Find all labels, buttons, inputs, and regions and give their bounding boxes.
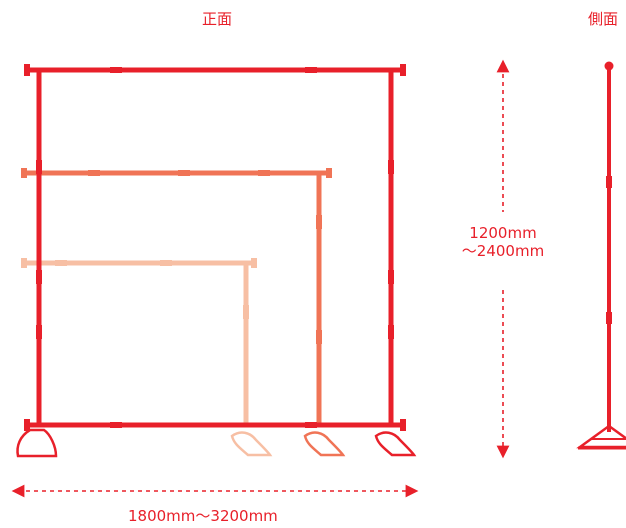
large-frame-joint xyxy=(110,67,122,73)
medium-frame-end-cap xyxy=(326,168,332,178)
medium-frame-joint xyxy=(316,215,322,229)
small-frame xyxy=(21,258,273,457)
medium-frame-joint xyxy=(258,170,270,176)
medium-frame-end-cap xyxy=(21,168,27,178)
large-frame-joint xyxy=(388,160,394,174)
large-frame-joint xyxy=(36,160,42,174)
side-view-stand xyxy=(576,61,626,450)
medium-frame-joint xyxy=(178,170,190,176)
large-frame-joint xyxy=(305,422,317,428)
small-frame-foot xyxy=(230,431,273,457)
front-view-label: 正面 xyxy=(202,10,233,28)
large-frame-joint xyxy=(110,422,122,428)
height-range-max: ～2400mm xyxy=(461,242,545,260)
large-frame-end-cap xyxy=(400,64,406,76)
small-frame-joint xyxy=(55,260,67,266)
side-view-joint xyxy=(606,176,612,188)
large-frame-joint xyxy=(388,270,394,284)
height-range-min: 1200mm xyxy=(469,224,537,242)
large-frame xyxy=(16,64,417,458)
small-frame-end-cap xyxy=(251,258,257,268)
small-frame-end-cap xyxy=(21,258,27,268)
large-frame-end-cap xyxy=(24,64,30,76)
large-frame-joint xyxy=(388,325,394,339)
large-frame-joint xyxy=(305,67,317,73)
side-view-joint xyxy=(606,312,612,324)
medium-frame-foot xyxy=(303,431,346,457)
side-view-top-knob xyxy=(604,61,614,71)
small-frame-joint xyxy=(160,260,172,266)
medium-frame-joint xyxy=(316,330,322,344)
width-dimension-label: 1800mm～3200mm xyxy=(128,507,278,525)
small-frame-joint xyxy=(243,305,249,319)
medium-frame-joint xyxy=(88,170,100,176)
large-frame-end-cap xyxy=(24,419,30,431)
side-view-label: 側面 xyxy=(588,10,619,28)
large-frame-right-foot xyxy=(374,431,417,457)
large-frame-joint xyxy=(36,325,42,339)
large-frame-joint xyxy=(36,270,42,284)
height-dimension-label: 1200mm ～2400mm xyxy=(428,224,578,260)
side-view-base-outline xyxy=(576,424,626,449)
large-frame-end-cap xyxy=(400,419,406,431)
large-frame-left-foot xyxy=(16,428,58,458)
medium-frame xyxy=(21,168,346,457)
